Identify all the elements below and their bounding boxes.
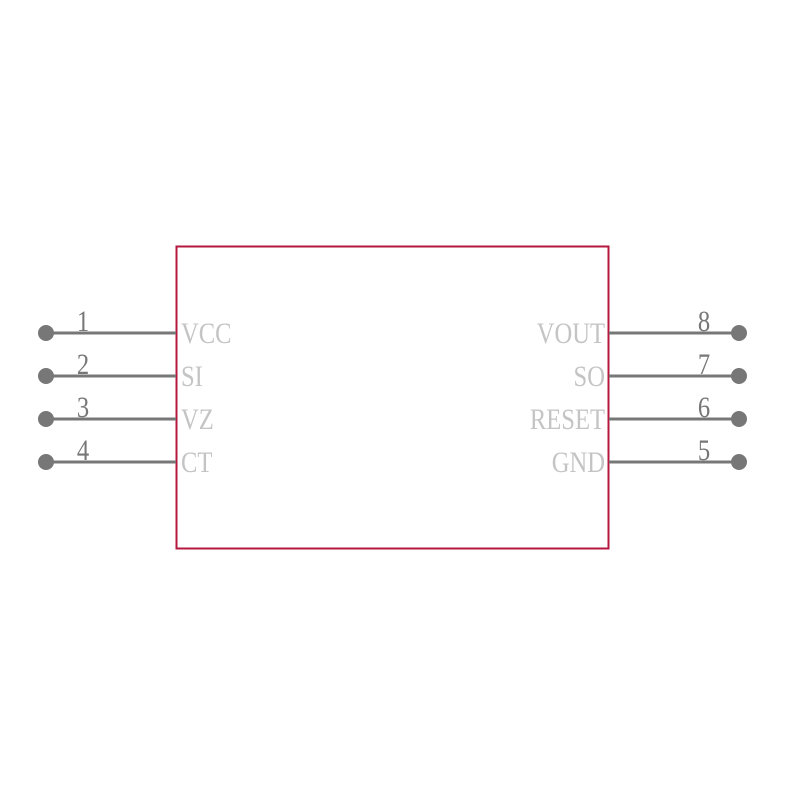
pin-label: VOUT	[537, 317, 606, 350]
pin-label: GND	[552, 446, 605, 479]
pin-terminal[interactable]	[38, 454, 54, 470]
pin-terminal[interactable]	[38, 325, 54, 341]
pin-number: 7	[698, 348, 710, 381]
pin-label: CT	[181, 446, 213, 479]
pin-number: 5	[698, 434, 710, 467]
pin-number: 4	[77, 434, 90, 467]
pin-number: 8	[698, 305, 710, 338]
pin-label: SI	[181, 360, 203, 393]
pin-terminal[interactable]	[731, 411, 747, 427]
pin-label: SO	[574, 360, 605, 393]
pin-number: 3	[77, 391, 89, 424]
pin-label: RESET	[530, 403, 605, 436]
pin-label: VCC	[181, 317, 232, 350]
pin-terminal[interactable]	[731, 325, 747, 341]
pin-terminal[interactable]	[731, 368, 747, 384]
component-body	[175, 245, 610, 550]
pin-number: 6	[698, 391, 710, 424]
pin-terminal[interactable]	[731, 454, 747, 470]
pin-number: 1	[77, 305, 89, 338]
pin-terminal[interactable]	[38, 411, 54, 427]
pin-terminal[interactable]	[38, 368, 54, 384]
pin-label: VZ	[181, 403, 214, 436]
pin-number: 2	[77, 348, 89, 381]
